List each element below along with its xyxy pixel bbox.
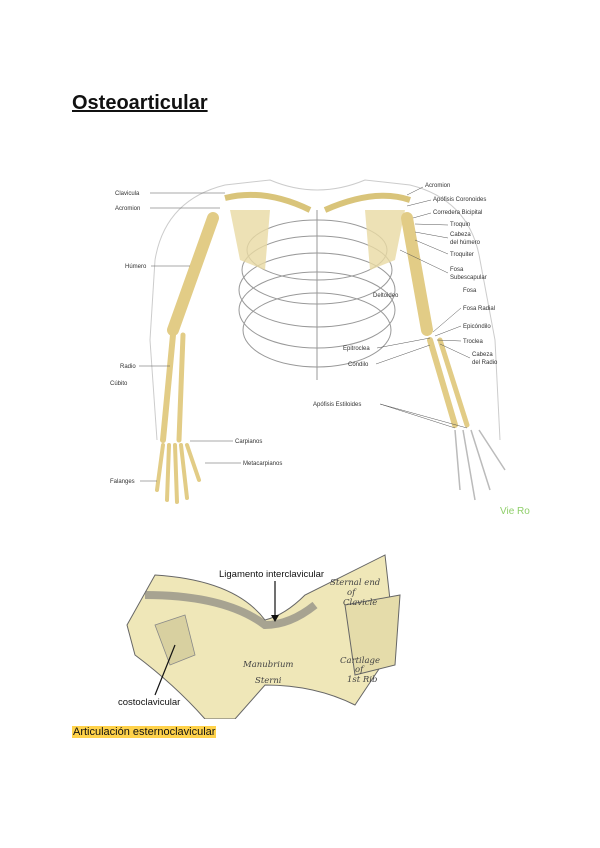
label-humero: Húmero xyxy=(125,264,147,270)
label-apofisis-estiloides: Apófisis Estiloides xyxy=(313,402,361,408)
latin-sterni: Sterni xyxy=(255,676,282,686)
label-epicondilo: Epicóndilo xyxy=(463,324,491,330)
label-fosa-radial: Fosa Radial xyxy=(463,306,495,312)
latin-1st-rib: 1st Rib xyxy=(347,675,377,685)
figure1-center-labels: Carpianos Metacarpianos Deltoideo Epitro… xyxy=(190,293,468,467)
label-falanges: Falanges xyxy=(110,479,135,485)
right-arm-bones xyxy=(401,212,506,501)
latin-sternal-end: Sternal end xyxy=(330,578,381,588)
label-carpianos: Carpianos xyxy=(235,439,262,445)
label-clavicula: Clavicula xyxy=(115,191,140,197)
skeleton-figure: Clavicula Acromion Húmero Radio Cúbito F… xyxy=(110,179,530,517)
watermark: Vie Ro xyxy=(500,506,530,517)
figure2-labels: Ligamento interclavicular Ligamento cost… xyxy=(115,569,381,708)
figure-caption: Articulación esternoclavicular xyxy=(72,726,217,738)
label-apofisis-coronoides: Apófisis Coronoides xyxy=(433,197,486,203)
label-fosa: Fosa xyxy=(463,288,477,294)
label-acromion-left: Acromion xyxy=(115,206,140,212)
label-cubito: Cúbito xyxy=(110,381,128,387)
figure1-left-labels: Clavicula Acromion Húmero Radio Cúbito F… xyxy=(110,191,225,485)
label-condilo: Cóndilo xyxy=(348,362,369,368)
label-troclea: Troclea xyxy=(463,339,483,345)
label-del-humero: del húmero xyxy=(450,240,481,246)
label-ligamento-costoclavicular: Ligamento costoclavicular xyxy=(115,697,180,708)
page-title: Osteoarticular xyxy=(72,92,208,114)
label-acromion-right: Acromion xyxy=(425,183,450,189)
label-cabeza-humero: Cabeza xyxy=(450,232,471,238)
latin-cartilage: Cartilage xyxy=(340,656,380,666)
latin-of-2: of xyxy=(355,665,365,675)
label-epitroclea: Epitroclea xyxy=(343,346,370,352)
label-ligamento-interclavicular: Ligamento interclavicular xyxy=(219,569,324,580)
ribcage xyxy=(238,210,396,380)
latin-clavicle: Clavicle xyxy=(343,598,377,608)
left-arm-bones xyxy=(155,212,219,504)
label-deltoideo: Deltoideo xyxy=(373,293,399,299)
label-del-radio: del Radio xyxy=(472,360,498,366)
latin-of-1: of xyxy=(347,588,357,598)
label-fosa-subescapular: Fosa xyxy=(450,267,464,273)
label-radio: Radio xyxy=(120,364,136,370)
figure1-right-labels: Acromion Apófisis Coronoides Corredera B… xyxy=(399,183,498,366)
label-cabeza-radio: Cabeza xyxy=(472,352,493,358)
label-metacarpianos: Metacarpianos xyxy=(243,461,282,467)
latin-manubrium: Manubrium xyxy=(242,660,293,670)
label-subescapular: Subescapular xyxy=(450,275,487,281)
sternoclavicular-figure: Ligamento interclavicular Ligamento cost… xyxy=(115,554,401,719)
label-troquiter: Troquiter xyxy=(450,252,474,258)
label-troquin: Troquin xyxy=(450,222,470,228)
label-corredera-bicipital: Corredera Bicipital xyxy=(433,210,482,216)
